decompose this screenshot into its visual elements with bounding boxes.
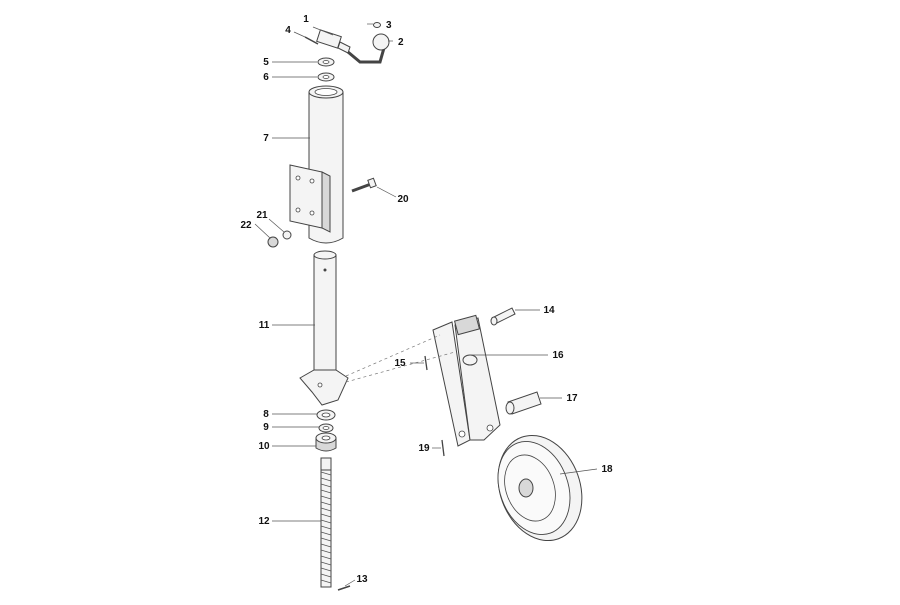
leader-lines xyxy=(254,23,598,587)
part-5-washer-hole xyxy=(322,60,330,64)
callout-3: 3 xyxy=(386,20,392,31)
alignment-line xyxy=(345,334,441,377)
part-20-bolt xyxy=(351,177,377,193)
callout-2: 2 xyxy=(398,37,404,48)
callout-13: 13 xyxy=(356,574,368,585)
part-21-washer xyxy=(282,230,292,240)
callout-7: 7 xyxy=(263,133,269,144)
part-7-outer-tube xyxy=(289,85,344,244)
callout-8: 8 xyxy=(263,409,269,420)
callout-15: 15 xyxy=(394,358,406,369)
callout-19: 19 xyxy=(418,443,430,454)
part-2-handle-knob xyxy=(372,33,390,51)
callout-14: 14 xyxy=(543,305,555,316)
callout-18: 18 xyxy=(601,464,613,475)
part-22-nut xyxy=(267,236,279,248)
part-11-inner-tube xyxy=(299,250,349,406)
part-1-spring xyxy=(337,41,351,54)
part-14-pin xyxy=(490,307,516,326)
callout-21: 21 xyxy=(256,210,268,221)
callout-10: 10 xyxy=(258,441,270,452)
part-12-spindle xyxy=(320,457,332,588)
part-15-split-pin xyxy=(424,355,428,371)
part-1-handle-block xyxy=(316,29,342,49)
callout-6: 6 xyxy=(263,72,269,83)
callout-4: 4 xyxy=(285,25,291,36)
callout-17: 17 xyxy=(566,393,578,404)
part-19-split-pin xyxy=(441,439,445,457)
callout-16: 16 xyxy=(552,350,564,361)
part-4-pin xyxy=(304,36,319,45)
alignment-line xyxy=(345,351,456,383)
part-3-cap xyxy=(373,22,381,28)
callout-20: 20 xyxy=(397,194,409,205)
callout-12: 12 xyxy=(258,516,270,527)
callout-5: 5 xyxy=(263,57,269,68)
part-17-axle xyxy=(505,391,542,415)
part-11-swivel-bracket xyxy=(299,369,349,406)
part-18-wheel xyxy=(497,434,583,542)
part-7-mount-plate xyxy=(289,164,323,229)
callout-11: 11 xyxy=(259,320,270,331)
callout-1: 1 xyxy=(303,14,309,25)
part-6-washer-hole xyxy=(322,75,330,79)
callout-22: 22 xyxy=(240,220,252,231)
part-13-pin xyxy=(337,585,351,591)
part-16-wheel-fork xyxy=(432,314,501,447)
callout-9: 9 xyxy=(263,422,269,433)
handle-assembly xyxy=(304,22,390,64)
part-2-crank-rod xyxy=(347,47,386,64)
